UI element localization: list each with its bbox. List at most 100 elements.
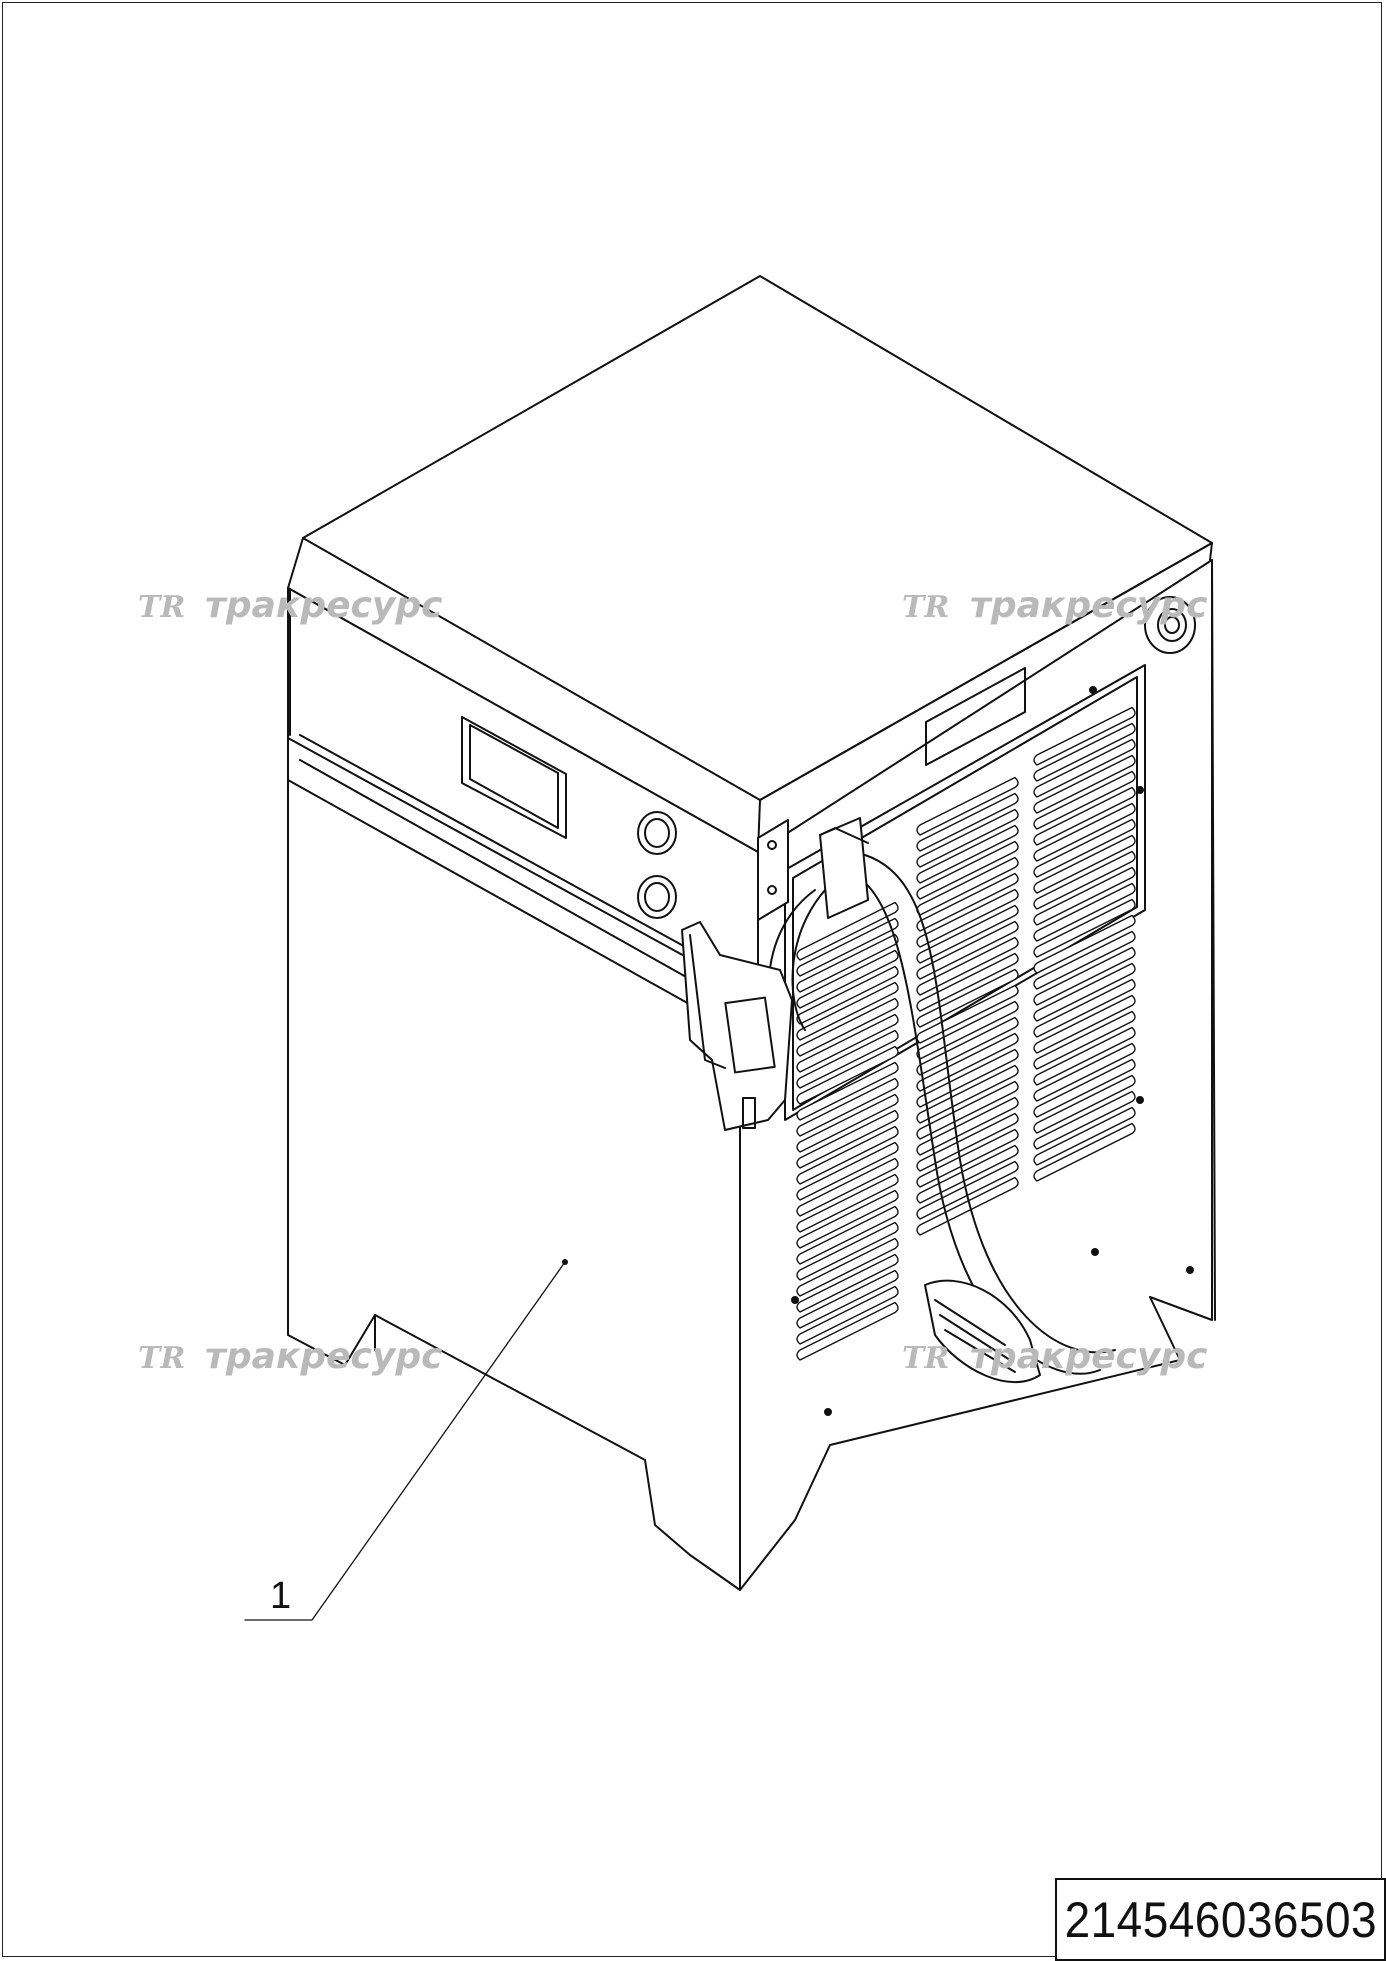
svg-text:тракресурс: тракресурс — [205, 585, 442, 626]
louvre-slot — [1033, 850, 1136, 910]
connector-plug — [681, 921, 793, 1131]
louvre-slot — [1033, 1026, 1136, 1086]
louvre-slot — [916, 840, 1019, 900]
svg-text:TR: TR — [138, 1341, 185, 1376]
louvre-slot — [796, 1253, 899, 1313]
part-number-box: 214546036503 — [1055, 1878, 1386, 1961]
louvre-slot — [1033, 1058, 1136, 1118]
cable-holder-bracket — [757, 817, 869, 921]
louvre-slot — [1033, 818, 1136, 878]
louvre-slot — [916, 776, 1019, 836]
louvre-slot — [1033, 866, 1136, 926]
knob-bottom — [637, 875, 677, 919]
louvre-slot — [796, 1141, 899, 1201]
louvre-slot — [796, 1205, 899, 1265]
louvre-slot — [1033, 802, 1136, 862]
louvre-slot — [916, 1000, 1019, 1060]
louvre-slot — [1033, 914, 1136, 974]
callout-label: 1 — [270, 1575, 291, 1617]
louvre-slot — [1033, 882, 1136, 942]
louvre-slot — [796, 1045, 899, 1105]
watermark-bottom-right: TR тракресурс — [902, 1336, 1207, 1377]
louvre-slot — [796, 1221, 899, 1281]
knob-top — [637, 811, 677, 855]
louvre-slot — [796, 1061, 899, 1121]
cabinet-left-face — [287, 737, 741, 1591]
louvre-slot — [916, 1176, 1019, 1236]
watermark-bottom-left: TR тракресурс — [138, 1336, 442, 1377]
louvre-slot — [796, 1013, 899, 1073]
louvre-slot — [1033, 1106, 1136, 1166]
louvre-slot — [796, 1173, 899, 1233]
vent-louvres — [796, 706, 1136, 1361]
louvre-slot — [916, 952, 1019, 1012]
watermark-top-left: TR тракресурс — [138, 585, 442, 626]
cabinet-right-face — [739, 559, 1216, 1591]
svg-text:тракресурс: тракресурс — [970, 1336, 1207, 1377]
louvre-slot — [796, 917, 899, 977]
louvre-slot — [796, 1093, 899, 1153]
callout-1: 1 — [244, 1259, 568, 1621]
louvre-slot — [916, 968, 1019, 1028]
louvre-slot — [1033, 706, 1136, 766]
louvre-slot — [916, 1080, 1019, 1140]
cable-gland — [1144, 596, 1196, 654]
louvre-slot — [1033, 962, 1136, 1022]
louvre-slot — [916, 872, 1019, 932]
louvre-slot — [796, 1285, 899, 1345]
louvre-slot — [796, 949, 899, 1009]
part-number: 214546036503 — [1064, 1891, 1377, 1948]
louvre-slot — [1033, 994, 1136, 1054]
louvre-slot — [916, 904, 1019, 964]
louvre-slot — [916, 1160, 1019, 1220]
vent-panel — [784, 664, 1146, 1121]
louvre-slot — [796, 933, 899, 993]
louvre-slot — [916, 1048, 1019, 1108]
svg-text:TR: TR — [902, 1341, 949, 1376]
louvre-slot — [916, 1112, 1019, 1172]
louvre-slot — [1033, 1042, 1136, 1102]
louvre-slot — [796, 1189, 899, 1249]
louvre-slot — [916, 936, 1019, 996]
louvre-slot — [1033, 1010, 1136, 1070]
louvre-slot — [1033, 946, 1136, 1006]
louvre-slot — [1033, 754, 1136, 814]
louvre-slot — [796, 1077, 899, 1137]
louvre-slot — [796, 1029, 899, 1089]
louvre-slot — [1033, 1074, 1136, 1134]
watermark-top-right: TR тракресурс — [902, 585, 1207, 626]
louvre-slot — [916, 824, 1019, 884]
louvre-slot — [796, 981, 899, 1041]
svg-text:тракресурс: тракресурс — [970, 585, 1207, 626]
louvre-slot — [1033, 978, 1136, 1038]
louvre-slot — [916, 1016, 1019, 1076]
cable-strain-relief — [924, 1279, 1041, 1384]
louvre-slot — [916, 1064, 1019, 1124]
label-recess — [925, 667, 1026, 766]
louvre-slot — [796, 997, 899, 1057]
louvre-slot — [796, 1301, 899, 1361]
louvre-slot — [1033, 834, 1136, 894]
svg-text:TR: TR — [138, 590, 185, 625]
louvre-slot — [1033, 930, 1136, 990]
display-window — [461, 716, 567, 839]
louvre-slot — [1033, 770, 1136, 830]
louvre-slot — [1033, 898, 1136, 958]
louvre-slot — [916, 808, 1019, 868]
louvre-slot — [796, 965, 899, 1025]
louvre-slot — [796, 1125, 899, 1185]
louvre-slot — [916, 1128, 1019, 1188]
louvre-slot — [1033, 786, 1136, 846]
louvre-slot — [796, 901, 899, 961]
louvre-slot — [1033, 1090, 1136, 1150]
louvre-slot — [916, 888, 1019, 948]
louvre-slot — [916, 1144, 1019, 1204]
louvre-slot — [1033, 722, 1136, 782]
louvre-slot — [916, 1096, 1019, 1156]
louvre-slot — [796, 1237, 899, 1297]
louvre-slot — [1033, 1122, 1136, 1182]
louvre-slot — [796, 1109, 899, 1169]
louvre-slot — [916, 792, 1019, 852]
louvre-slot — [796, 1269, 899, 1329]
